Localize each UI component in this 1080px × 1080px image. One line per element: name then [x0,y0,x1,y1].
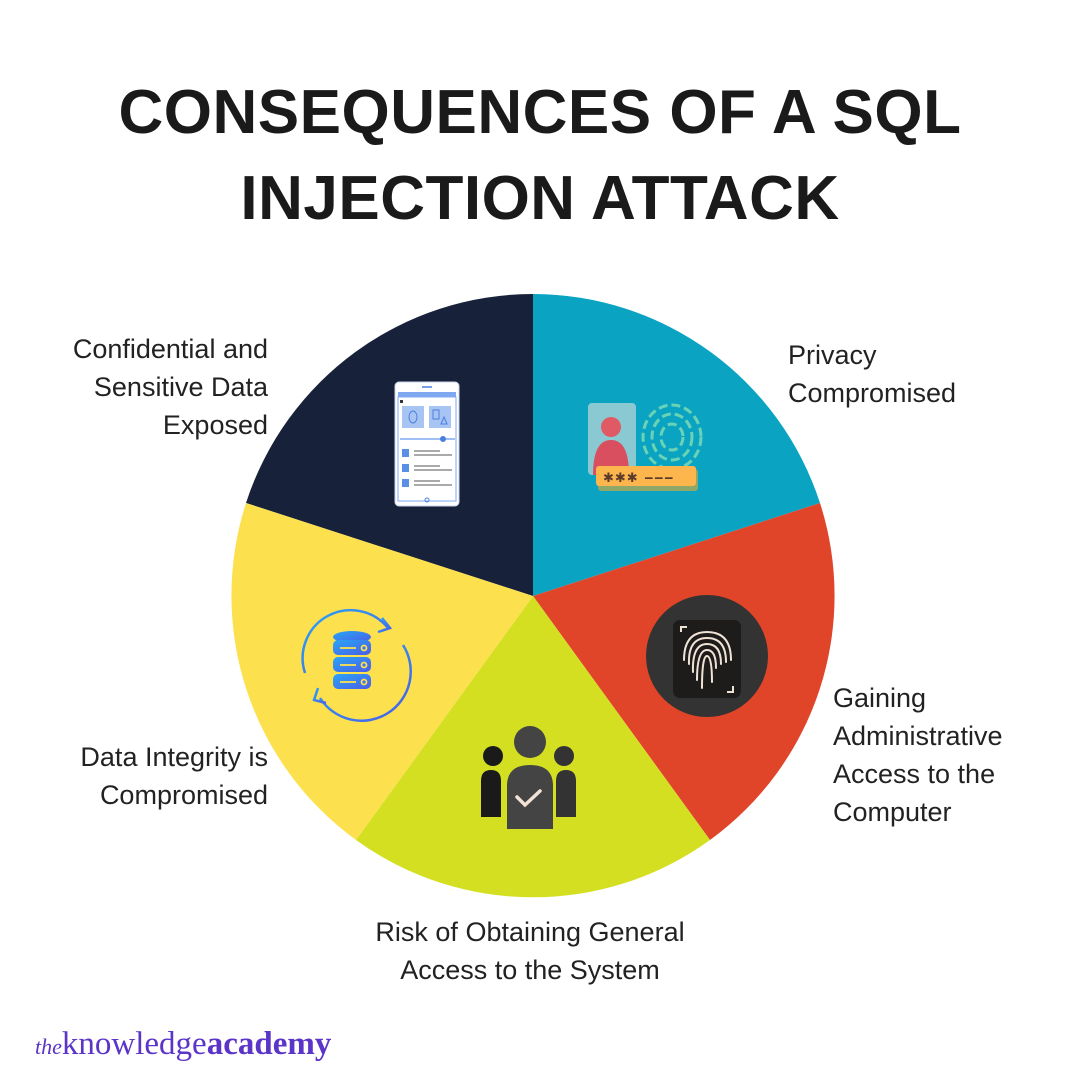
logo-knowledge: knowledge [61,1026,207,1062]
title-line-2: INJECTION ATTACK [240,164,840,233]
label-confidential-data-exposed: Confidential and Sensitive Data Exposed [0,330,268,444]
identity-fingerprint-password-icon: ✱✱✱ ‒‒‒ [588,403,703,491]
svg-text:✱✱✱ ‒‒‒: ✱✱✱ ‒‒‒ [603,471,674,486]
mobile-app-icon [394,381,460,507]
label-privacy-compromised: Privacy Compromised [788,336,956,412]
label-data-integrity-compromised: Data Integrity is Compromised [0,738,268,814]
label-line: Sensitive Data [93,372,268,402]
label-line: Data Integrity is [80,742,268,772]
label-line: Gaining [833,683,927,713]
label-general-access-risk: Risk of Obtaining General Access to the … [280,913,780,989]
slice-confidential [246,294,533,596]
page-title: CONSEQUENCES OF A SQL INJECTION ATTACK [0,70,1080,242]
slice-privacy [533,294,820,596]
label-line: Access to the [833,759,996,789]
logo-the: the [35,1034,62,1059]
slice-integrity [231,503,533,840]
label-line: Computer [833,797,952,827]
label-line: Exposed [162,410,268,440]
label-administrative-access: Gaining Administrative Access to the Com… [833,679,1003,831]
brand-logo: theknowledgeacademy [35,1026,331,1063]
label-line: Compromised [99,780,268,810]
label-line: Risk of Obtaining General [375,917,685,947]
verified-users-group-icon [481,726,576,831]
logo-academy: academy [206,1026,332,1062]
title-line-1: CONSEQUENCES OF A SQL [118,78,962,147]
label-line: Confidential and [72,334,268,364]
label-line: Privacy [788,340,877,370]
label-line: Administrative [833,721,1003,751]
label-line: Access to the System [400,955,660,985]
label-line: Compromised [788,378,957,408]
fingerprint-scan-icon [646,595,768,717]
database-sync-icon [301,608,412,722]
